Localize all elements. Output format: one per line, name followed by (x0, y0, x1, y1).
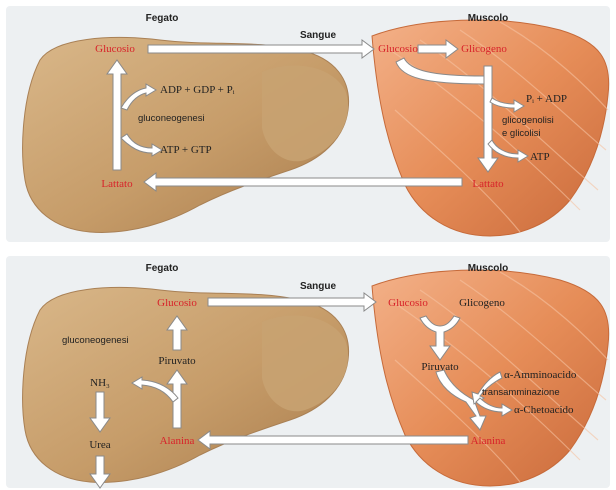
atp-gtp-label: ATP + GTP (160, 144, 212, 156)
muscle-lactate-label-top: Lattato (472, 178, 504, 190)
alanine-liver-label: Alanina (160, 435, 195, 447)
glycogen-label-bottom: Glicogeno (459, 297, 505, 309)
alanine-muscle-label: Alanina (471, 435, 506, 447)
urea-label: Urea (89, 439, 110, 451)
atp-label-top: ATP (530, 151, 550, 163)
muscle-title-bottom: Muscolo (468, 263, 509, 274)
glycogenolysis-label-line2: e glicolisi (502, 128, 541, 139)
blood-title-bottom: Sangue (300, 281, 337, 292)
gluconeogenesis-label-top: gluconeogenesi (138, 113, 205, 124)
keto-acid-label: α-Chetoacido (514, 404, 574, 416)
muscle-glucose-label-top: Glucosio (378, 43, 418, 55)
pi-adp-label: Pᵢ + ADP (526, 93, 567, 105)
transamination-label: transamminazione (482, 387, 560, 398)
bottom-panel: Fegato Sangue Muscolo (6, 256, 610, 488)
glycogen-label-top: Glicogeno (461, 43, 507, 55)
liver-title-top: Fegato (146, 13, 179, 24)
liver-glucose-label-top: Glucosio (95, 43, 135, 55)
nh3-label: NH₃ (90, 377, 110, 389)
adp-gdp-pi-label: ADP + GDP + Pᵢ (160, 84, 235, 96)
top-panel: Fegato Sangue Muscolo Gluc (6, 6, 610, 242)
pyruvate-liver-label: Piruvato (158, 355, 196, 367)
glycogenolysis-label-line1: glicogenolisi (502, 115, 554, 126)
muscle-title-top: Muscolo (468, 13, 509, 24)
pyruvate-muscle-label: Piruvato (421, 361, 459, 373)
amino-acid-label: α-Amminoacido (504, 369, 577, 381)
muscle-glucose-label-bottom: Glucosio (388, 297, 428, 309)
liver-lactate-label-top: Lattato (101, 178, 133, 190)
blood-title-top: Sangue (300, 30, 337, 41)
liver-title-bottom: Fegato (146, 263, 179, 274)
liver-glucose-label-bottom: Glucosio (157, 297, 197, 309)
gluconeogenesis-label-bottom: gluconeogenesi (62, 335, 129, 346)
